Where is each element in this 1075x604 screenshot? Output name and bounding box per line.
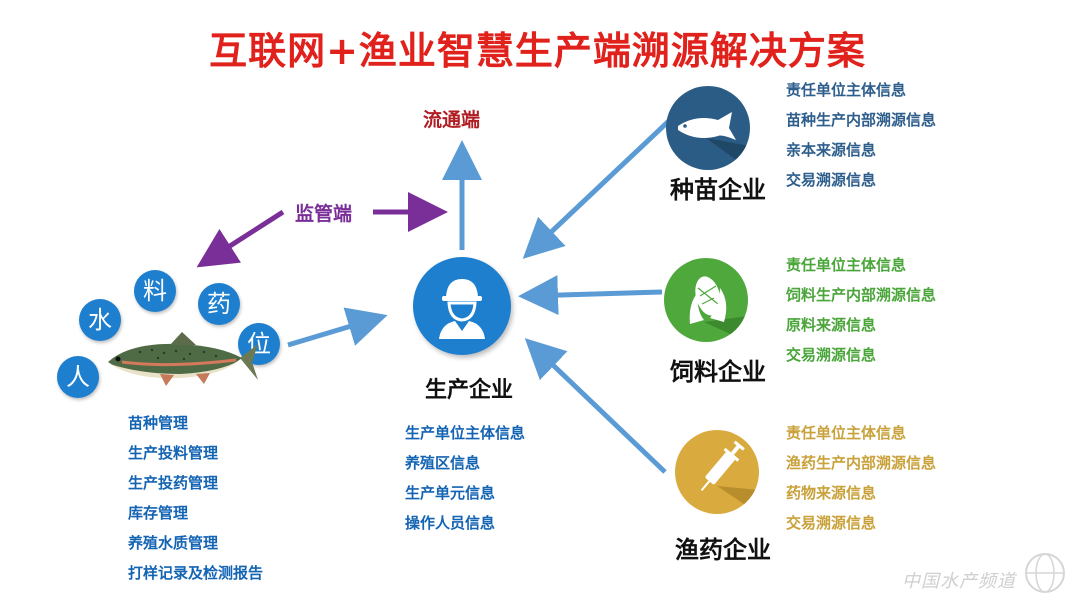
fish-icon: [678, 112, 750, 170]
arrow-medicine-to-production: [524, 338, 667, 474]
list-item: 生产单位主体信息: [405, 424, 526, 442]
list-item: 苗种管理: [128, 414, 189, 432]
supervision-label: 监管端: [295, 203, 353, 225]
seedling-circle: [666, 86, 750, 170]
list-item: 养殖水质管理: [128, 534, 219, 552]
arrow-feed-to-production: [518, 275, 663, 316]
list-item: 打样记录及检测报告: [128, 564, 264, 582]
list-item: 交易溯源信息: [786, 171, 877, 189]
farm-management-list: 苗种管理 生产投料管理 生产投药管理 库存管理 养殖水质管理 打样记录及检测报告: [128, 408, 263, 588]
list-item: 养殖区信息: [405, 454, 481, 472]
list-item: 责任单位主体信息: [786, 81, 907, 99]
list-item: 责任单位主体信息: [786, 424, 907, 442]
trout-illustration: [108, 332, 258, 386]
seedling-label: 种苗企业: [670, 176, 766, 204]
syringe-icon: [700, 440, 759, 514]
seedling-info-list: 责任单位主体信息 苗种生产内部溯源信息 亲本来源信息 交易溯源信息: [786, 75, 936, 195]
list-item: 生产投料管理: [128, 444, 219, 462]
list-item: 交易溯源信息: [786, 514, 877, 532]
list-item: 生产投药管理: [128, 474, 219, 492]
watermark: 中国水产频道: [902, 571, 1016, 592]
corn-icon: [689, 276, 748, 342]
feed-label: 饲料企业: [670, 358, 766, 386]
medicine-circle: [675, 430, 759, 514]
arrow-supervision-to-farm: [196, 209, 285, 268]
list-item: 渔药生产内部溯源信息: [786, 454, 937, 472]
list-item: 亲本来源信息: [786, 141, 877, 159]
list-item: 操作人员信息: [405, 514, 496, 532]
worker-icon: [439, 279, 485, 339]
list-item: 饲料生产内部溯源信息: [786, 286, 937, 304]
list-item: 生产单元信息: [405, 484, 496, 502]
arrow-farm-to-production: [287, 307, 388, 348]
arrow-seedling-to-production: [522, 116, 674, 259]
list-item: 责任单位主体信息: [786, 256, 907, 274]
factor-water: 水: [79, 299, 121, 341]
feed-circle: [664, 258, 748, 342]
list-item: 库存管理: [128, 504, 189, 522]
list-item: 苗种生产内部溯源信息: [786, 111, 937, 129]
list-item: 药物来源信息: [786, 484, 877, 502]
production-circle: [413, 257, 511, 355]
feed-info-list: 责任单位主体信息 饲料生产内部溯源信息 原料来源信息 交易溯源信息: [786, 250, 936, 370]
factor-medicine: 药: [198, 283, 240, 325]
list-item: 原料来源信息: [786, 316, 877, 334]
list-item: 交易溯源信息: [786, 346, 877, 364]
circulation-label: 流通端: [423, 109, 481, 131]
production-label: 生产企业: [425, 378, 514, 403]
production-info-list: 生产单位主体信息 养殖区信息 生产单元信息 操作人员信息: [405, 418, 525, 538]
factor-location: 位: [238, 323, 280, 365]
globe-icon: [1025, 553, 1065, 593]
factor-feed: 料: [134, 270, 176, 312]
medicine-label: 渔药企业: [675, 536, 771, 564]
page-title: 互联网+渔业智慧生产端溯源解决方案: [209, 29, 866, 73]
factor-people: 人: [57, 356, 99, 398]
medicine-info-list: 责任单位主体信息 渔药生产内部溯源信息 药物来源信息 交易溯源信息: [786, 418, 936, 538]
